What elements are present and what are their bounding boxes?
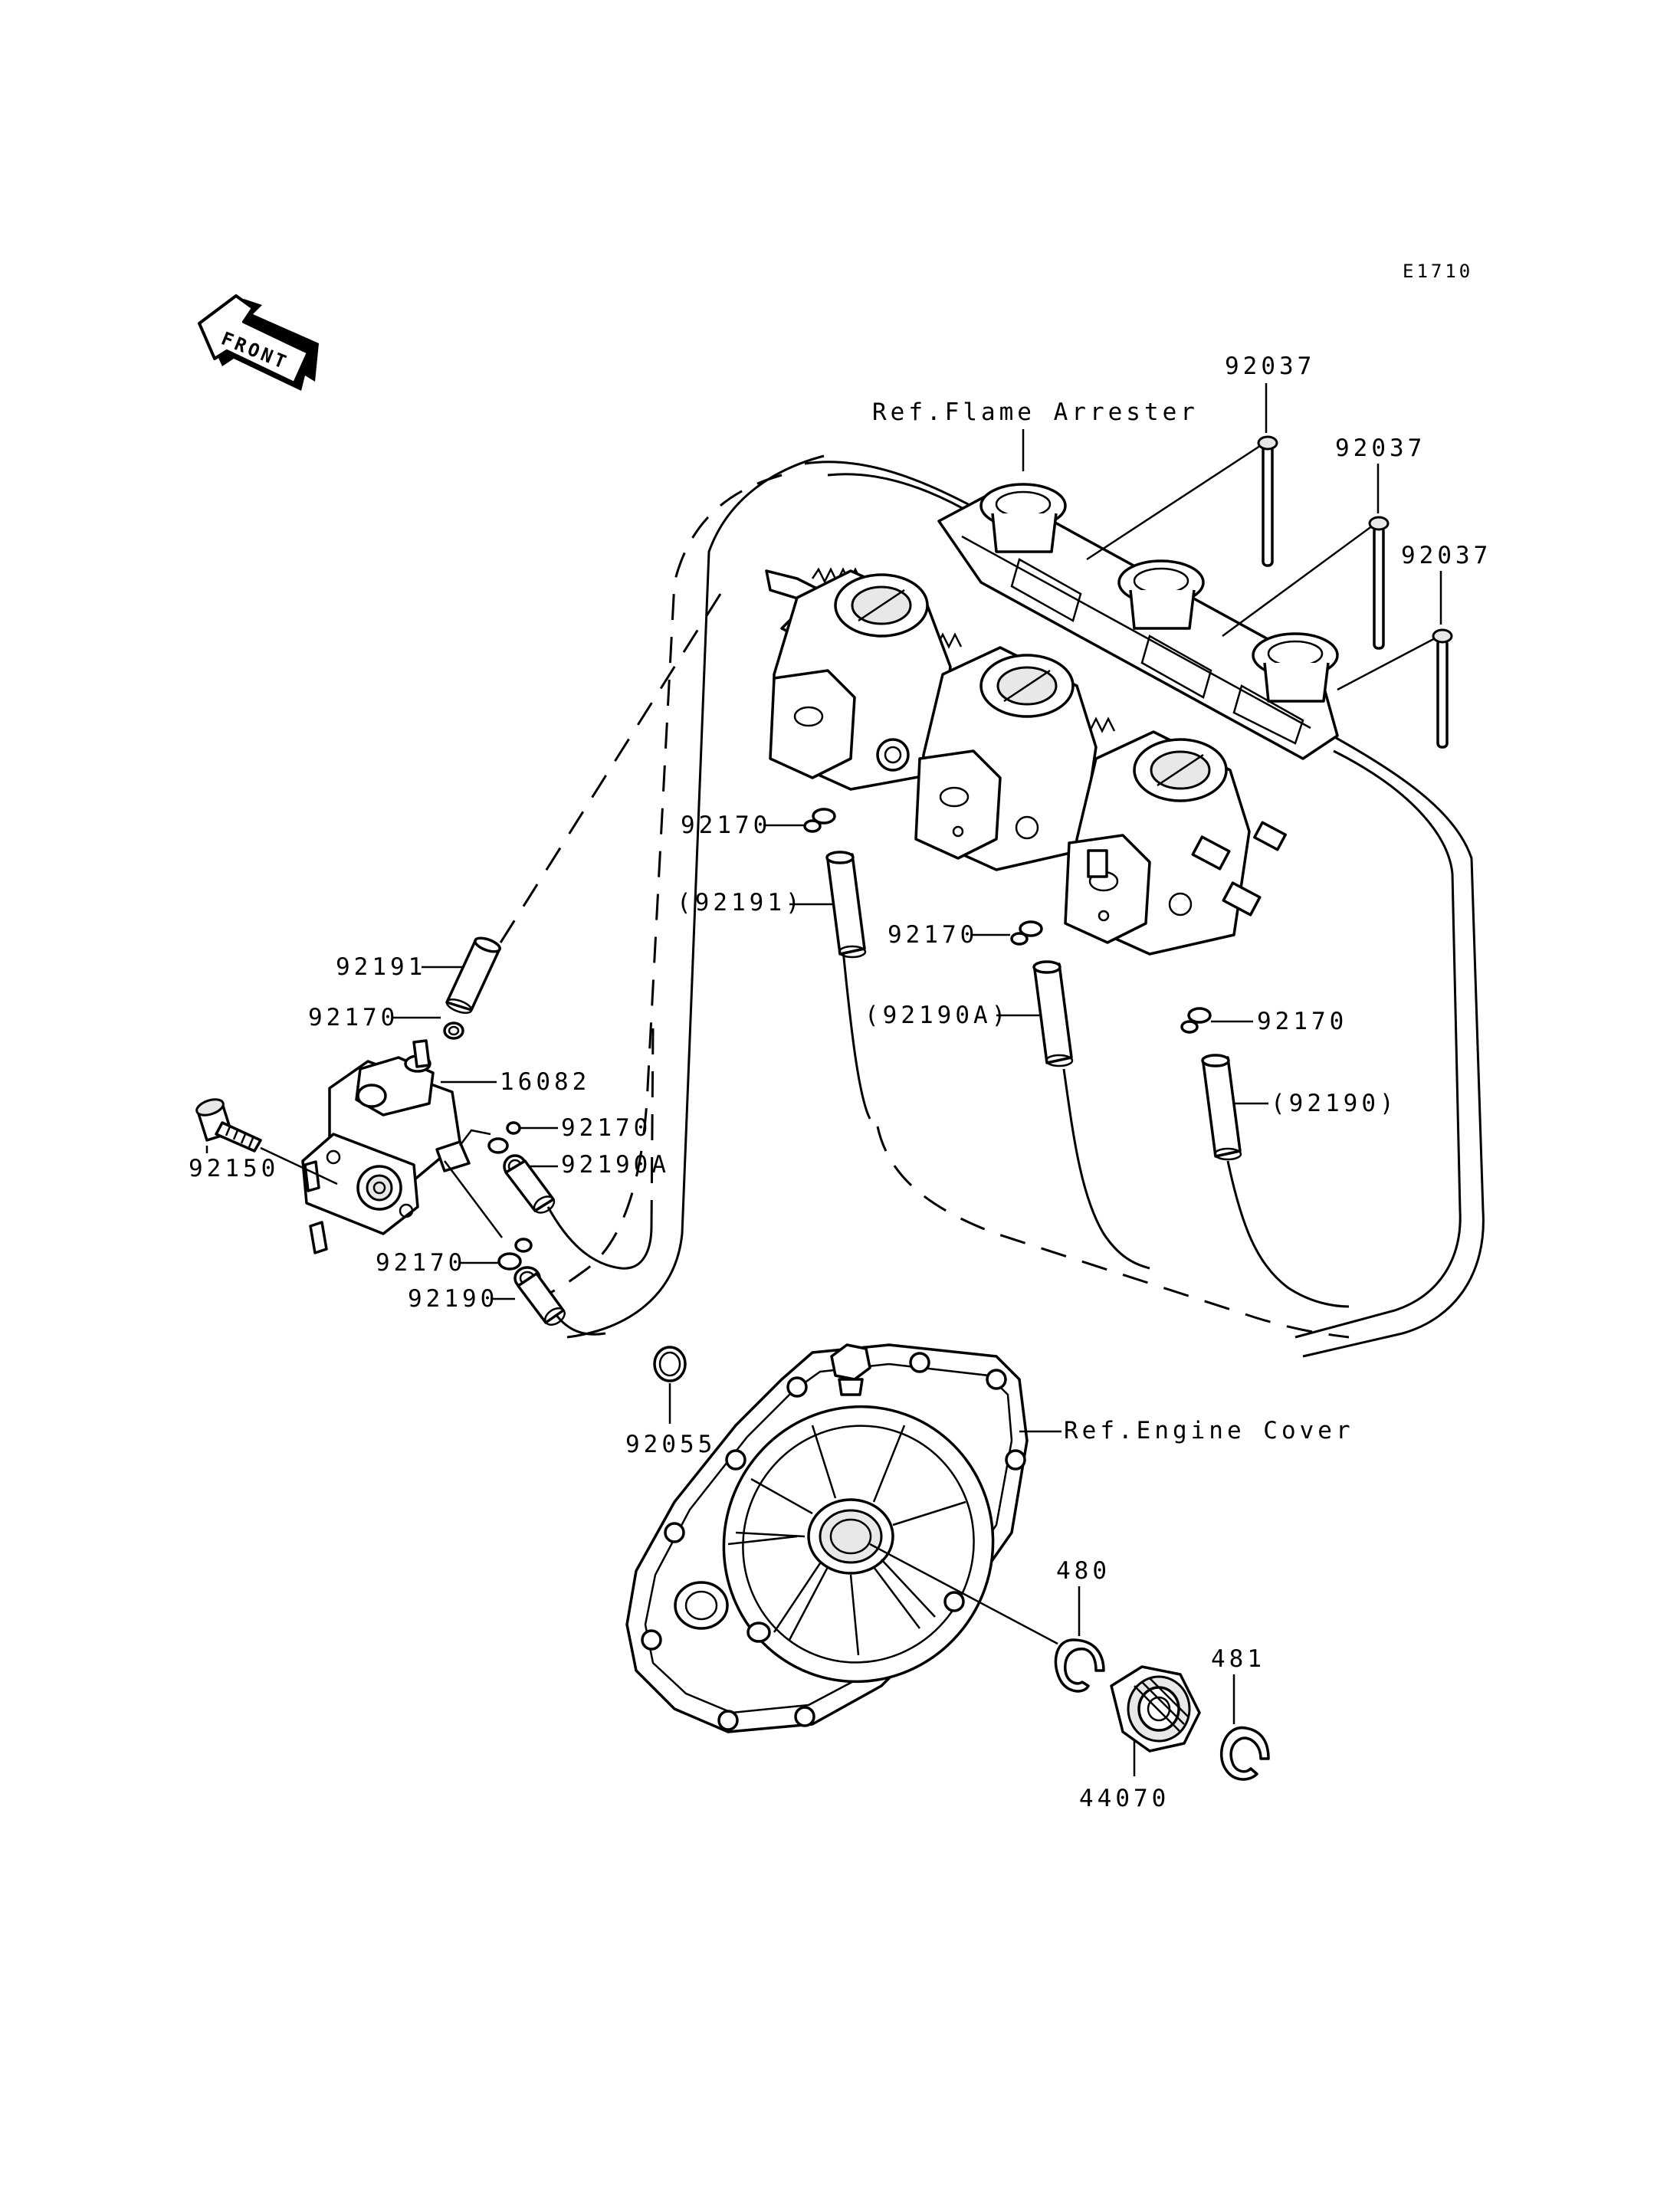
engine-cover xyxy=(625,1343,1029,1733)
label-481: 481 xyxy=(1211,1645,1265,1673)
label-92190A-paren: (92190A) xyxy=(865,1002,1009,1029)
label-92037-b: 92037 xyxy=(1335,434,1426,462)
label-92191: 92191 xyxy=(336,953,426,981)
circlip-481 xyxy=(1219,1726,1270,1781)
label-16082: 16082 xyxy=(500,1068,590,1096)
carburetor-assembly xyxy=(765,567,1287,956)
label-92150: 92150 xyxy=(189,1155,279,1182)
circlip-480 xyxy=(1054,1638,1105,1693)
intake-manifold xyxy=(937,483,1339,760)
bolt-92150 xyxy=(195,1098,262,1153)
hose-92191-upper xyxy=(825,851,867,959)
label-92190-paren: (92190) xyxy=(1271,1090,1398,1117)
clip-92170-e xyxy=(487,1121,521,1154)
label-92037-c: 92037 xyxy=(1401,542,1491,569)
label-92190: 92190 xyxy=(408,1285,498,1313)
hose-92190 xyxy=(514,1266,566,1326)
stud-92037-a xyxy=(1086,435,1278,567)
clip-92170-f xyxy=(497,1238,533,1271)
label-92170-d: 92170 xyxy=(308,1004,399,1031)
stud-92037-b xyxy=(1222,516,1390,650)
front-arrow-icon: FRONT xyxy=(198,294,319,391)
clip-92170-b xyxy=(1010,920,1043,946)
hose-92190A-upper xyxy=(1032,960,1074,1067)
diagram-code: E1710 xyxy=(1403,261,1473,282)
label-92190A: 92190A xyxy=(561,1151,670,1179)
label-92170-f: 92170 xyxy=(376,1249,466,1277)
label-92170-a: 92170 xyxy=(681,812,771,839)
fuel-route-lines xyxy=(497,454,1485,1358)
label-92037-a: 92037 xyxy=(1225,353,1315,380)
hose-92190A xyxy=(503,1154,556,1214)
label-92170-c: 92170 xyxy=(1257,1008,1347,1035)
label-44070: 44070 xyxy=(1079,1785,1170,1812)
label-92170-b: 92170 xyxy=(888,921,978,949)
hose-92191 xyxy=(445,936,501,1015)
ref-engine-cover-label: Ref.Engine Cover xyxy=(1064,1417,1354,1444)
label-92191-paren: (92191) xyxy=(677,889,804,917)
oil-seal-44070 xyxy=(1110,1665,1201,1753)
o-ring-92055 xyxy=(653,1346,687,1382)
label-92170-e: 92170 xyxy=(561,1114,651,1142)
stud-92037-c xyxy=(1337,628,1453,749)
fuel-pump-16082 xyxy=(301,1039,471,1254)
clip-92170-a xyxy=(803,808,836,833)
clip-92170-c xyxy=(1180,1007,1212,1034)
label-92055: 92055 xyxy=(625,1431,716,1458)
ref-flame-arrester-label: Ref.Flame Arrester xyxy=(872,398,1199,426)
hose-92190-upper xyxy=(1201,1054,1242,1161)
label-480: 480 xyxy=(1056,1557,1111,1585)
clip-92170-d xyxy=(443,1021,464,1040)
